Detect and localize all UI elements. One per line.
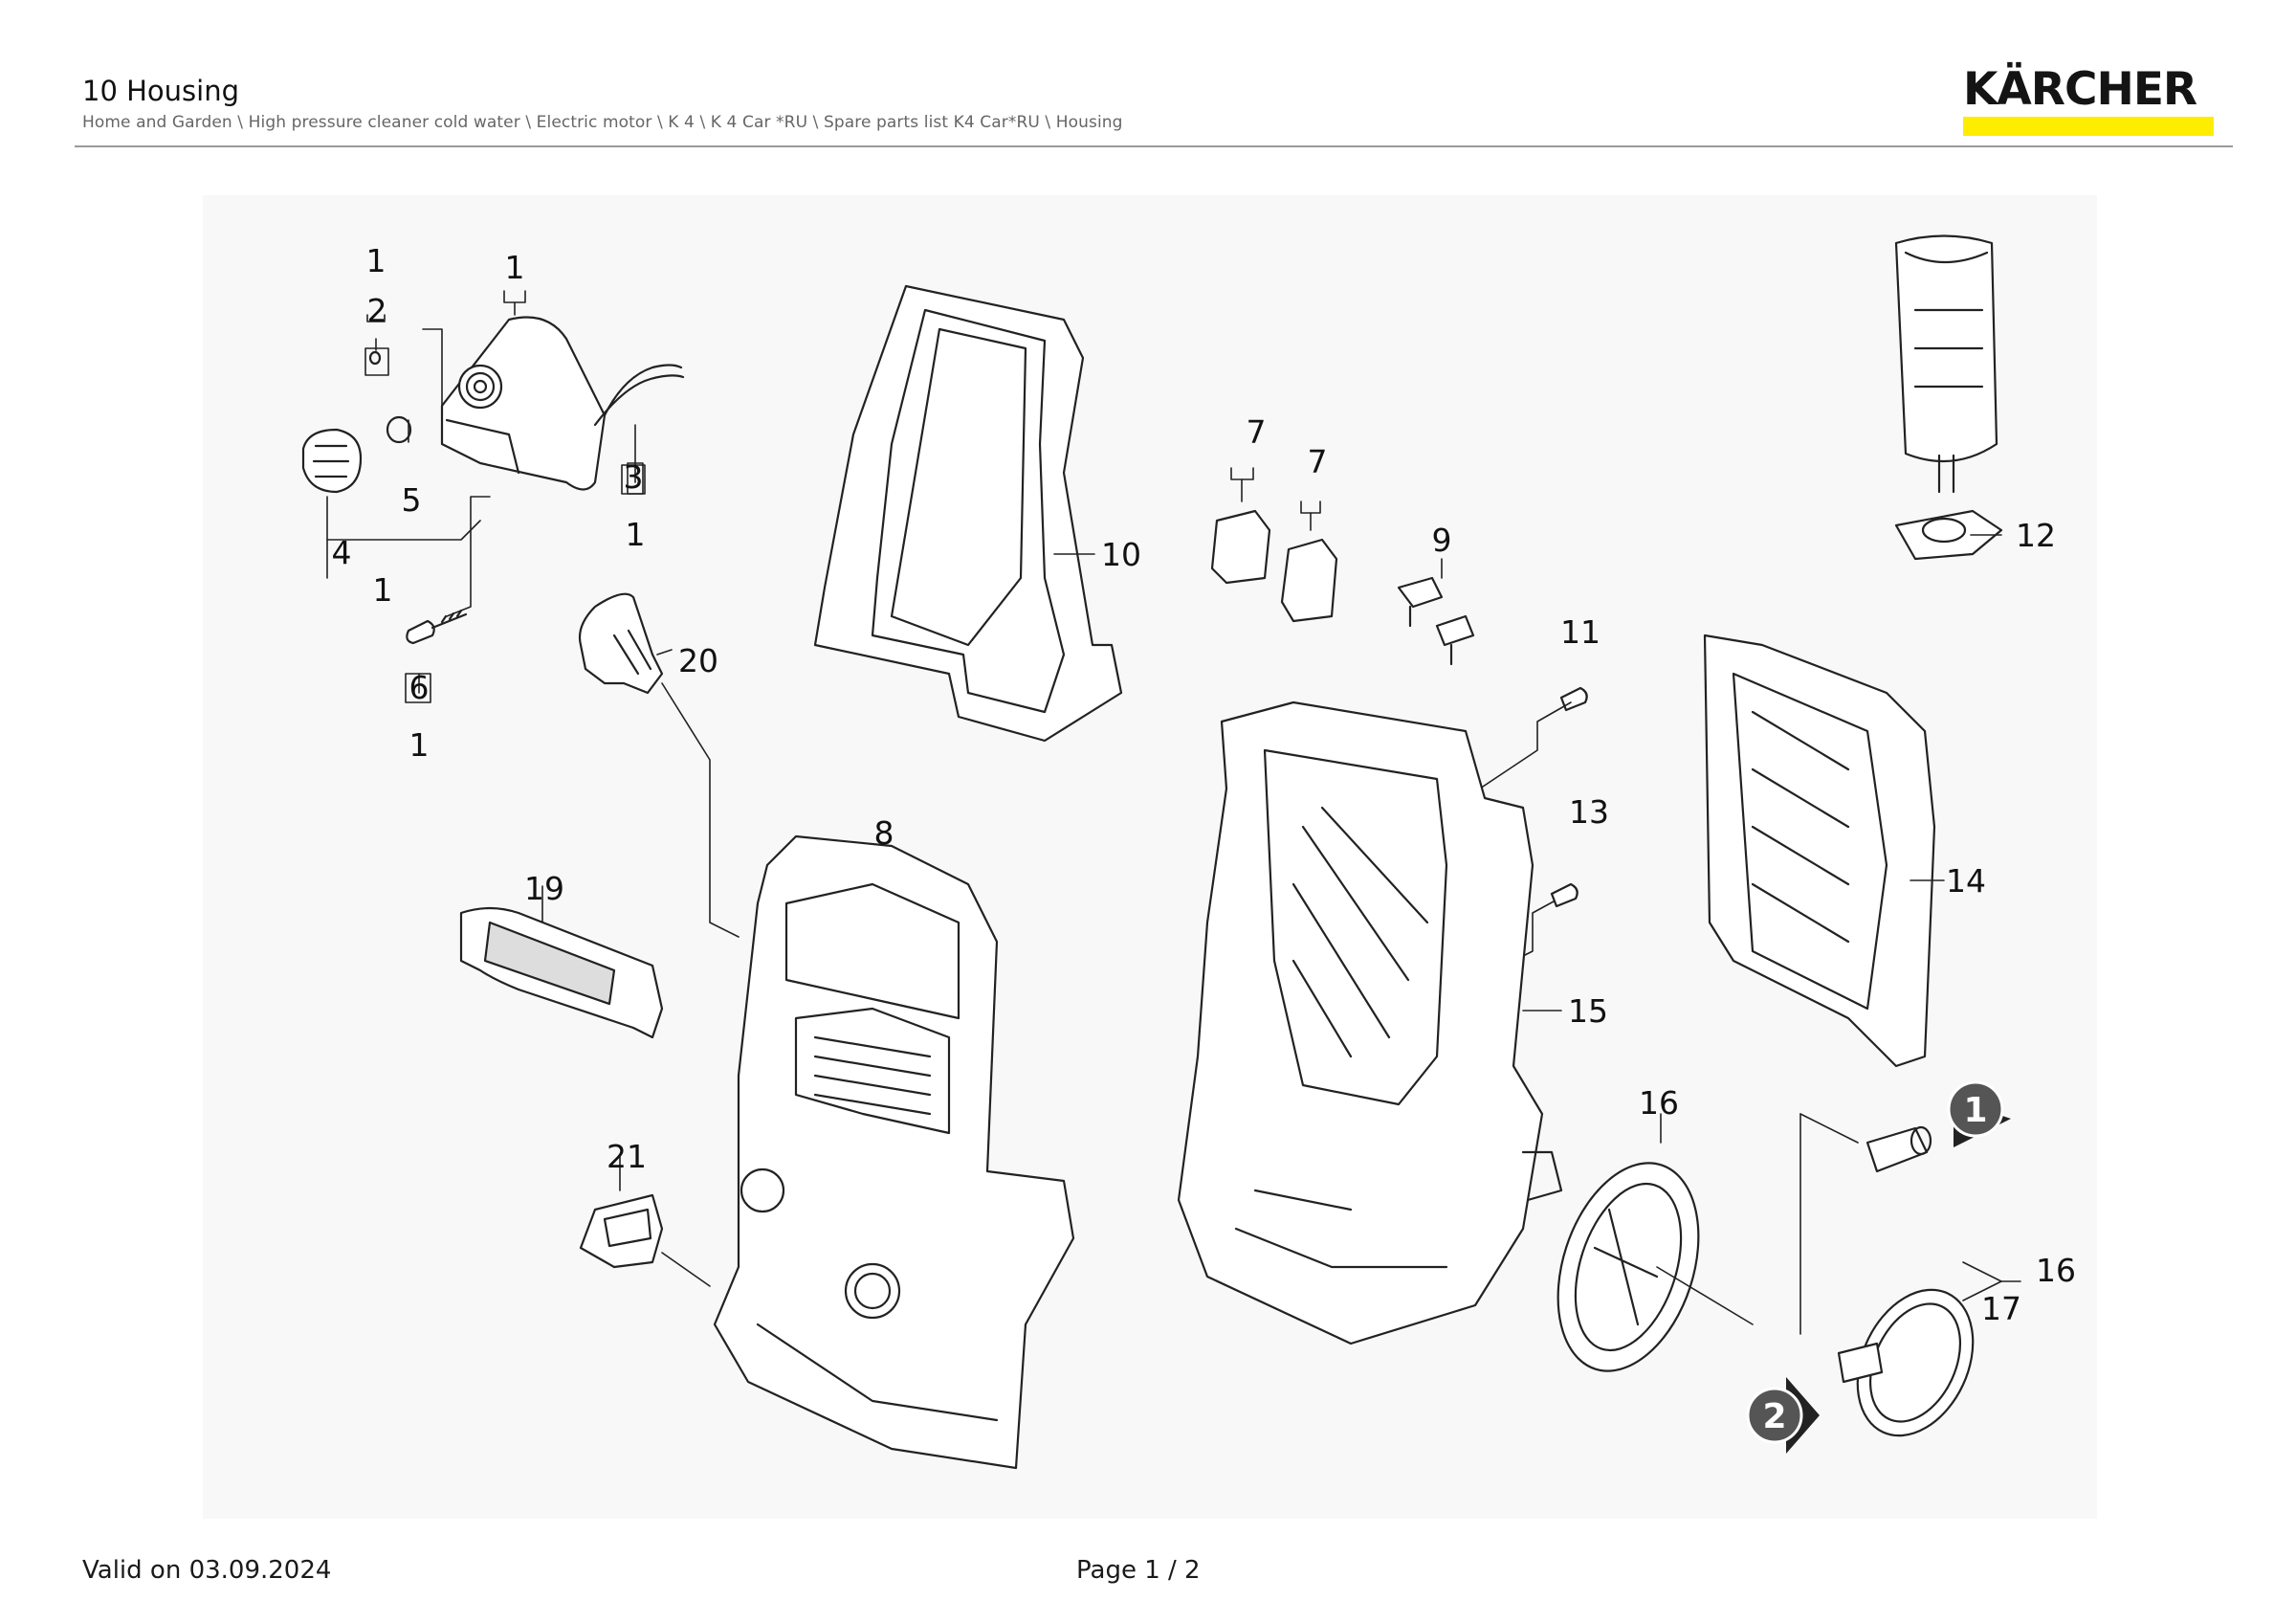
karcher-logo: KÄRCHER xyxy=(1963,63,2214,136)
callout-14: 14 xyxy=(1946,862,1986,900)
front-housing-part-8 xyxy=(713,834,1075,1470)
callout-20: 20 xyxy=(678,642,718,679)
callout-1-c: 1 xyxy=(626,516,646,553)
logo-yellow-bar xyxy=(1963,117,2214,136)
exploded-parts-drawing: 1 2 1 2 1 3 1 5 4 1 6 1 10 20 19 8 21 7 … xyxy=(203,195,2097,1519)
parts-diagram-svg: 1 2 1 2 1 3 1 5 4 1 6 1 10 20 19 8 21 7 … xyxy=(301,234,2077,1470)
callout-16-a: 16 xyxy=(1639,1084,1679,1122)
callout-labels: 1 2 1 3 1 5 4 1 6 1 10 20 19 8 21 7 7 9 … xyxy=(332,242,2077,1327)
chassis-part-15 xyxy=(1177,700,1563,1345)
header-divider xyxy=(75,145,2233,147)
handle-frame-part xyxy=(813,284,1123,743)
callout-15: 15 xyxy=(1568,992,1608,1030)
header: 10 Housing Home and Garden \ High pressu… xyxy=(82,75,1900,132)
callout-6: 6 xyxy=(409,669,430,706)
callout-16-b: 16 xyxy=(2036,1252,2076,1289)
callout-9: 9 xyxy=(1432,522,1452,559)
marker-1-label: 1 xyxy=(1963,1091,1987,1130)
breadcrumb: Home and Garden \ High pressure cleaner … xyxy=(82,113,1123,132)
callout-1-e: 1 xyxy=(409,726,430,764)
cap-part-12 xyxy=(1894,234,2003,561)
callout-5: 5 xyxy=(402,481,422,519)
axle-part xyxy=(1866,1125,1932,1173)
cover-part-20 xyxy=(578,592,664,695)
wheel-part-16 xyxy=(1556,1162,1700,1372)
view-marker-2: 2 xyxy=(1746,1377,1820,1454)
callout-11: 11 xyxy=(1560,613,1601,651)
callout-2: 2 xyxy=(367,292,387,329)
fittings-part-9 xyxy=(1397,576,1475,666)
callout-7-a: 7 xyxy=(1247,413,1267,451)
callout-13: 13 xyxy=(1569,793,1609,831)
callout-1-a: 1 xyxy=(366,242,386,279)
callout-19: 19 xyxy=(524,870,564,907)
callout-1-b: 1 xyxy=(505,249,525,286)
callout-1-d: 1 xyxy=(373,571,393,609)
connector-cover-assembly xyxy=(301,316,685,645)
side-housing-part-14 xyxy=(1703,634,1936,1068)
callout-7-b: 7 xyxy=(1308,443,1328,480)
view-marker-1: 1 xyxy=(1947,1080,2011,1147)
callout-17: 17 xyxy=(1981,1290,2021,1327)
callout-21: 21 xyxy=(607,1138,647,1175)
callout-8: 8 xyxy=(874,814,894,852)
clip-part-21 xyxy=(579,1193,664,1269)
logo-text: KÄRCHER xyxy=(1963,63,2197,116)
hub-part-17 xyxy=(1837,1288,1975,1437)
callout-10: 10 xyxy=(1101,536,1141,573)
clip-parts-7 xyxy=(1210,509,1338,623)
callout-12: 12 xyxy=(2016,517,2056,554)
logo-strip-part-19 xyxy=(459,906,664,1039)
marker-2-label: 2 xyxy=(1762,1397,1786,1436)
callout-4: 4 xyxy=(332,534,352,571)
valid-date: Valid on 03.09.2024 xyxy=(82,1556,332,1585)
page-number: Page 1 / 2 xyxy=(1076,1556,1201,1585)
callout-3: 3 xyxy=(624,458,644,496)
page-title: 10 Housing xyxy=(82,75,240,107)
